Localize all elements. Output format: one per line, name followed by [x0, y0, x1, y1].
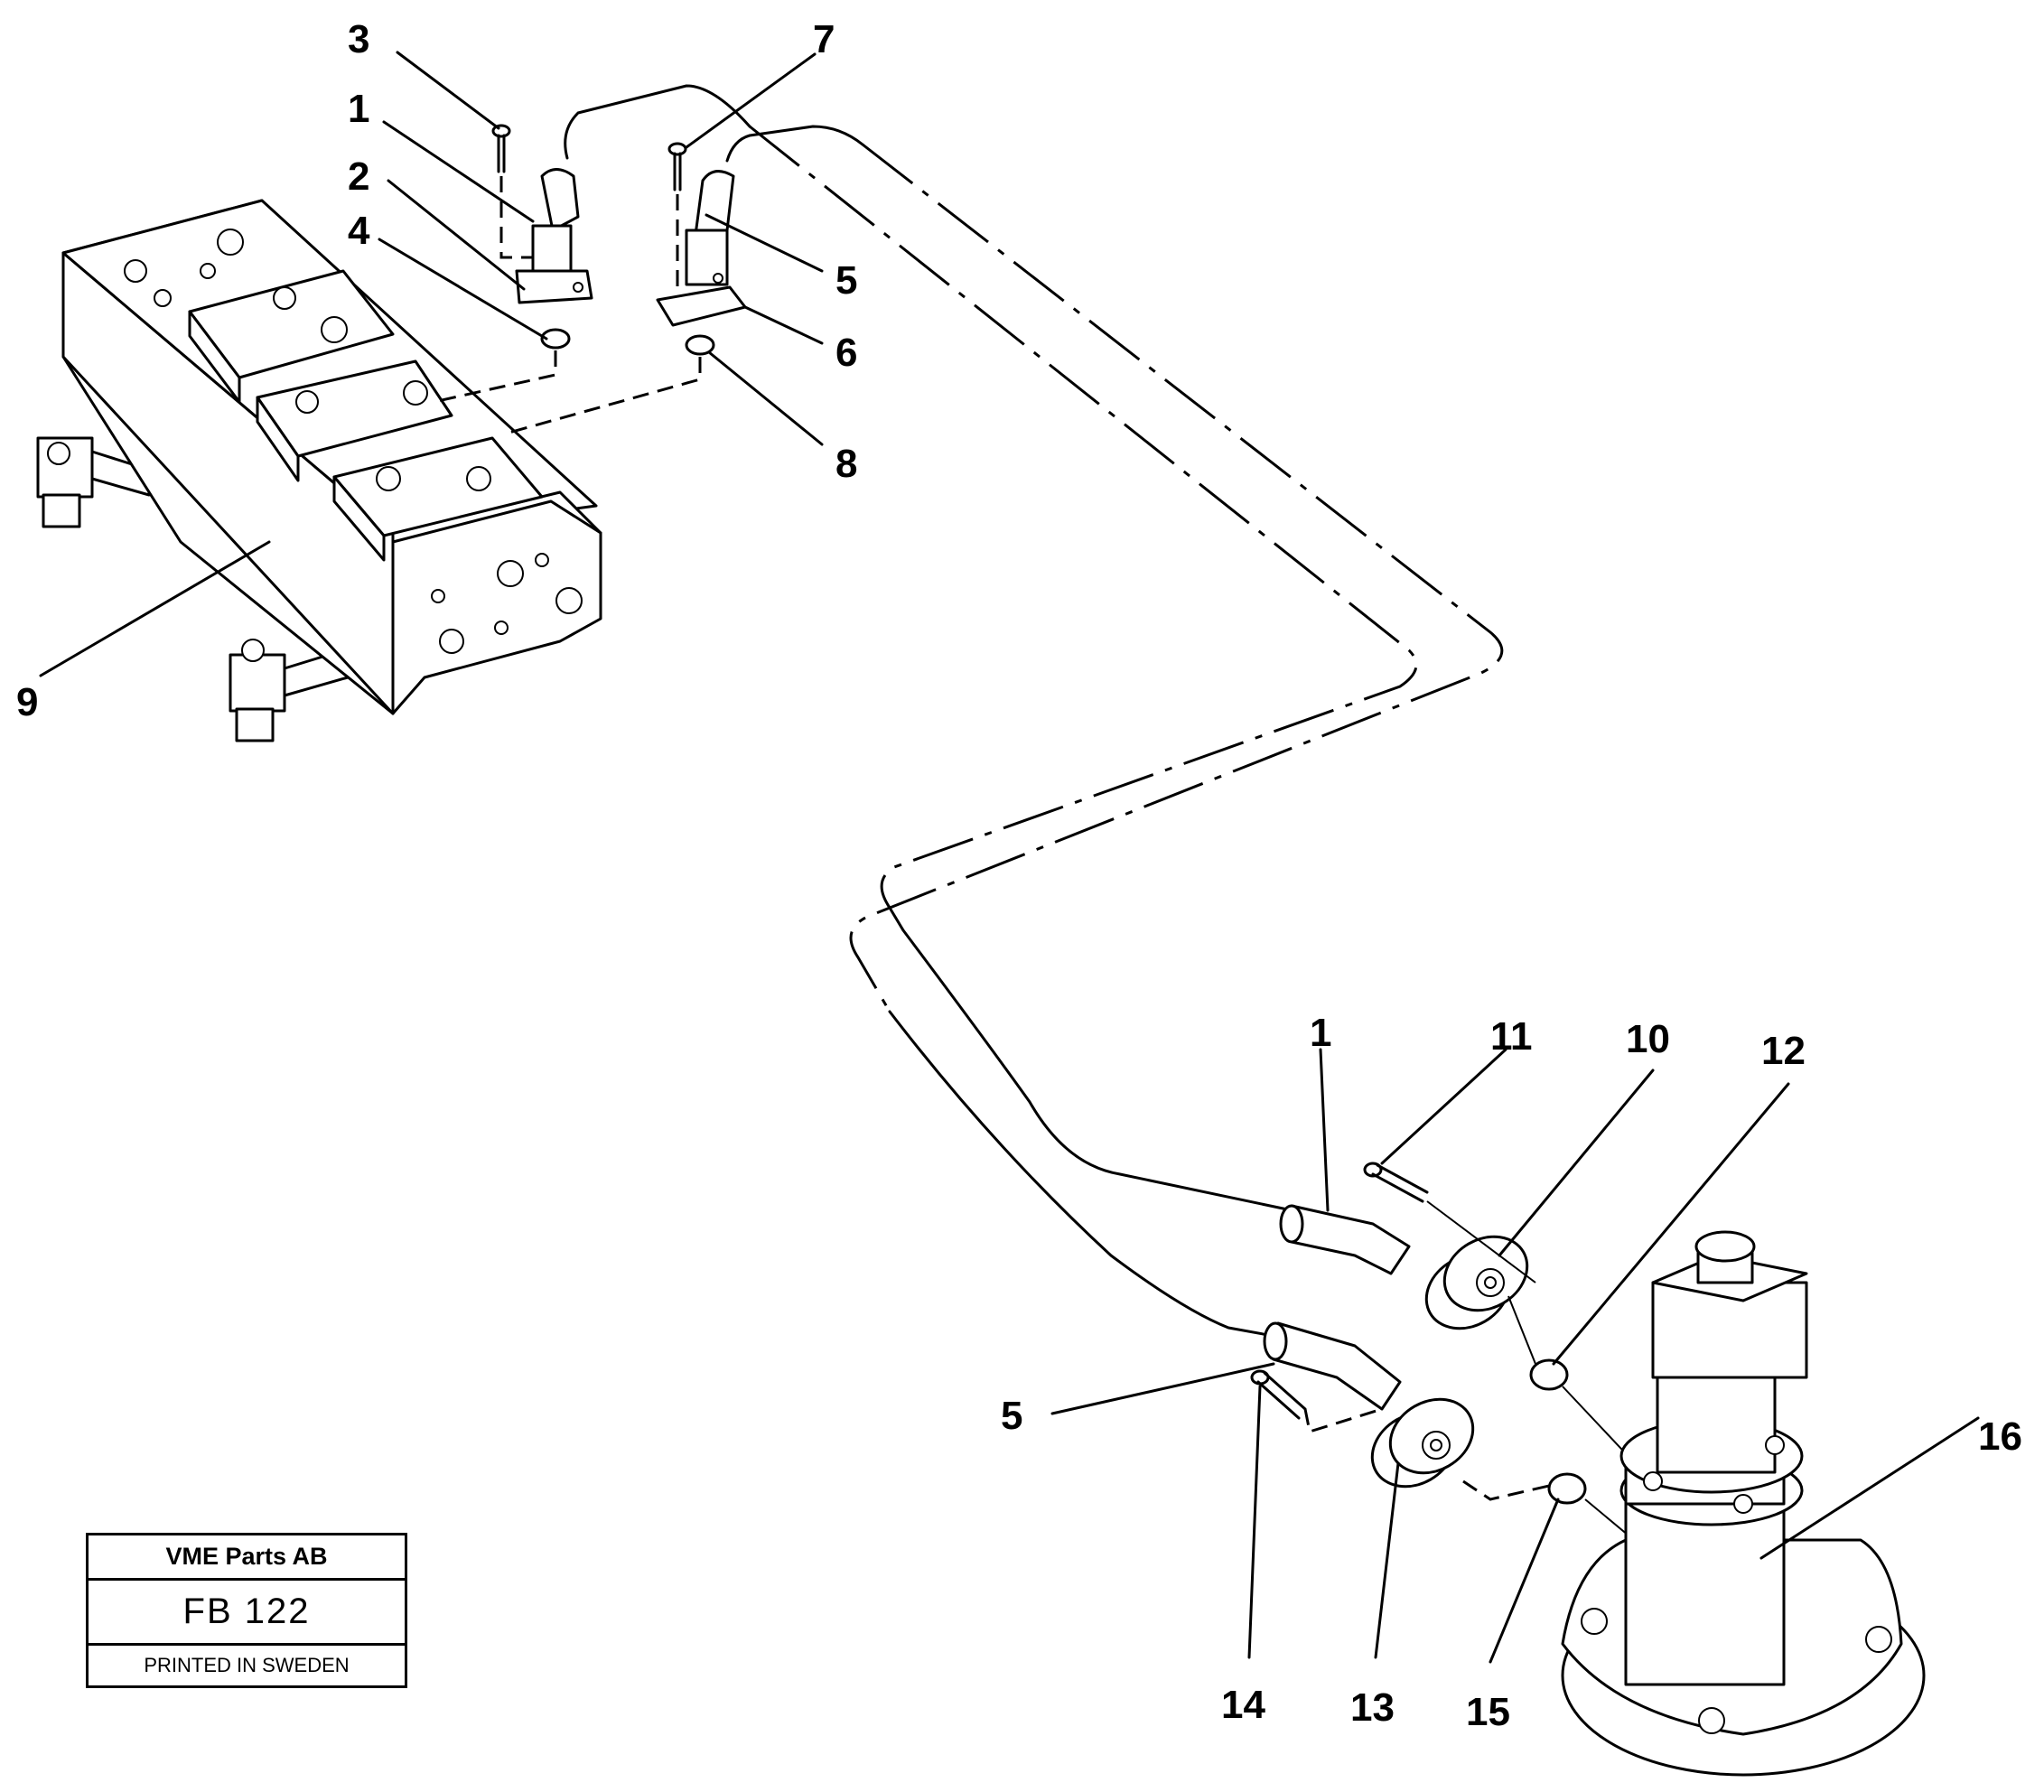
callout-1: 1	[348, 87, 369, 131]
callout-5: 5	[835, 258, 857, 303]
leader-lines	[39, 51, 1980, 1664]
flange-10	[1424, 1235, 1529, 1330]
hose-line-b	[725, 125, 1504, 1339]
callout-15: 15	[1466, 1690, 1510, 1734]
callout-7: 7	[813, 17, 835, 61]
print-note: PRINTED IN SWEDEN	[144, 1654, 350, 1676]
hydraulic-pump-assembly	[1561, 1230, 1926, 1777]
hose-line-a	[564, 84, 1418, 1212]
bolt-11	[1363, 1162, 1429, 1203]
callout-2: 2	[348, 154, 369, 199]
bolt-14	[1250, 1369, 1307, 1420]
callout-9: 9	[16, 680, 38, 724]
hose-fitting-upper-left	[515, 168, 593, 350]
hose-fitting-lower-lower	[1263, 1321, 1402, 1411]
callout-14: 14	[1221, 1683, 1265, 1727]
callouts: 3 1 2 4 7 5 6 8 9 1 11 10 12 5 16 14 13 …	[16, 17, 2022, 1734]
callout-6: 6	[835, 331, 857, 375]
callout-16: 16	[1978, 1414, 2022, 1459]
title-block: VME Parts AB FB 122 PRINTED IN SWEDEN	[86, 1533, 407, 1688]
callout-1-lower: 1	[1310, 1011, 1331, 1055]
callout-5-lower: 5	[1001, 1394, 1022, 1438]
callout-13: 13	[1350, 1685, 1395, 1730]
hose-fitting-lower-upper	[1279, 1204, 1411, 1275]
callout-11: 11	[1490, 1014, 1533, 1059]
callout-8: 8	[835, 442, 857, 486]
control-valve-block	[36, 199, 602, 742]
flange-13	[1370, 1397, 1475, 1489]
callout-4: 4	[348, 209, 370, 253]
callout-3: 3	[348, 17, 369, 61]
valve-port-holes	[124, 229, 583, 654]
bolt-upper-left	[491, 124, 511, 173]
valve-mounting-foot-left	[36, 436, 151, 528]
drawing-number: FB 122	[89, 1581, 405, 1646]
o-ring-12	[1529, 1358, 1569, 1391]
hose-fitting-upper-right	[656, 170, 747, 356]
callout-12: 12	[1761, 1029, 1806, 1073]
company-name: VME Parts AB	[89, 1535, 405, 1581]
bolt-upper-right	[667, 142, 687, 191]
callout-10: 10	[1626, 1017, 1670, 1061]
o-ring-15	[1547, 1472, 1587, 1505]
